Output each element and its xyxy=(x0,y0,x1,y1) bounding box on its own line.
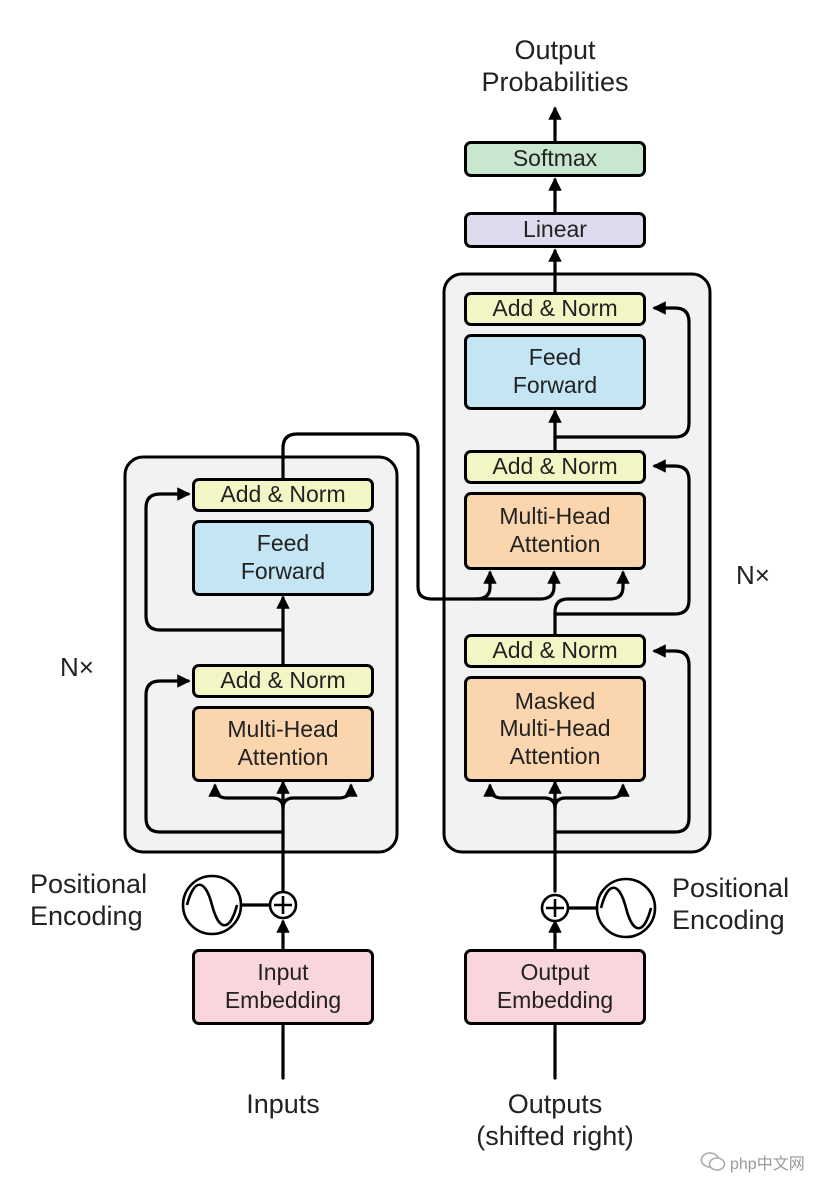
decoder-add-norm-middle-label: Add & Norm xyxy=(492,453,618,480)
decoder-norm-to-cross-q xyxy=(553,570,630,636)
decoder-add-norm-bottom: Add & Norm xyxy=(464,634,646,668)
decoder-ff-line-1: Feed xyxy=(528,344,582,371)
wechat-icon xyxy=(700,1152,726,1171)
output-probabilities-label: Output Probabilities xyxy=(455,34,655,99)
encoder-ff-line-2: Forward xyxy=(240,558,326,584)
encoder-sum-node xyxy=(268,890,298,920)
encoder-multi-head-attention: Multi-Head Attention xyxy=(192,706,374,782)
sine-wave-icon xyxy=(595,877,657,939)
encoder-residual-2 xyxy=(144,487,285,632)
encoder-pe-line-1: Positional xyxy=(30,869,148,899)
output-prob-line-1: Output xyxy=(514,35,596,65)
encoder-pe-line-2: Encoding xyxy=(30,901,143,932)
encoder-block xyxy=(123,455,399,854)
watermark: php中文网 xyxy=(700,1142,816,1182)
decoder-add-norm-top-label: Add & Norm xyxy=(492,295,618,322)
encoder-positional-encoding-label: Positional Encoding xyxy=(30,868,175,933)
output-embedding: Output Embedding xyxy=(464,949,646,1025)
output-embedding-line-2: Embedding xyxy=(496,987,614,1013)
encoder-add-norm-top: Add & Norm xyxy=(192,478,374,512)
inputs-label: Inputs xyxy=(246,1089,320,1119)
linear-label: Linear xyxy=(523,216,587,243)
encoder-mha-line-1: Multi-Head xyxy=(227,716,339,743)
decoder-add-norm-middle: Add & Norm xyxy=(464,450,646,484)
decoder-masked-right-branch xyxy=(553,783,630,810)
decoder-masked-line-1: Masked xyxy=(514,687,596,714)
decoder-cross-line-1: Multi-Head xyxy=(499,503,611,530)
encoder-attention-left-branch xyxy=(208,783,285,810)
decoder-sum-node xyxy=(540,893,570,923)
encoder-add-norm-bottom: Add & Norm xyxy=(192,664,374,698)
encoder-output-connection-2 xyxy=(474,570,561,601)
encoder-feed-forward: Feed Forward xyxy=(192,520,374,596)
encoder-mha-line-2: Attention xyxy=(237,744,329,770)
linear-box: Linear xyxy=(464,212,646,248)
encoder-residual-1 xyxy=(144,674,285,834)
encoder-ff-line-1: Feed xyxy=(256,530,310,557)
encoder-add-norm-top-label: Add & Norm xyxy=(220,481,346,508)
decoder-add-norm-bottom-label: Add & Norm xyxy=(492,637,618,664)
decoder-add-norm-top: Add & Norm xyxy=(464,292,646,326)
decoder-residual-3 xyxy=(553,301,691,439)
decoder-ff-line-2: Forward xyxy=(512,372,598,398)
decoder-masked-line-2: Multi-Head xyxy=(499,715,611,742)
decoder-repeat-label: N× xyxy=(736,560,770,590)
outputs-label: Outputs (shifted right) xyxy=(455,1088,655,1153)
input-embedding-line-1: Input xyxy=(257,959,309,986)
encoder-attention-right-branch xyxy=(281,783,358,810)
decoder-feed-forward: Feed Forward xyxy=(464,334,646,410)
decoder-cross-line-2: Attention xyxy=(509,531,601,557)
softmax-box: Softmax xyxy=(464,141,646,177)
input-embedding-line-2: Embedding xyxy=(224,987,342,1013)
decoder-masked-attention: Masked Multi-Head Attention xyxy=(464,676,646,782)
sine-wave-icon xyxy=(181,874,243,936)
decoder-pe-line-1: Positional xyxy=(672,873,790,903)
decoder-positional-encoding-label: Positional Encoding xyxy=(672,872,817,937)
encoder-repeat-label: N× xyxy=(60,652,94,682)
output-embedding-line-1: Output xyxy=(520,959,590,986)
softmax-label: Softmax xyxy=(512,145,598,172)
decoder-masked-left-branch xyxy=(483,783,557,810)
watermark-text: php中文网 xyxy=(730,1156,805,1173)
output-prob-line-2: Probabilities xyxy=(481,67,629,98)
decoder-residual-1 xyxy=(553,644,691,834)
decoder-pe-line-2: Encoding xyxy=(672,905,785,936)
outputs-line-1: Outputs xyxy=(507,1089,603,1119)
input-embedding: Input Embedding xyxy=(192,949,374,1025)
decoder-cross-attention: Multi-Head Attention xyxy=(464,492,646,570)
decoder-residual-2 xyxy=(553,459,691,616)
encoder-add-norm-bottom-label: Add & Norm xyxy=(220,667,346,694)
decoder-masked-line-3: Attention xyxy=(509,742,601,769)
outputs-line-2: (shifted right) xyxy=(476,1121,634,1152)
